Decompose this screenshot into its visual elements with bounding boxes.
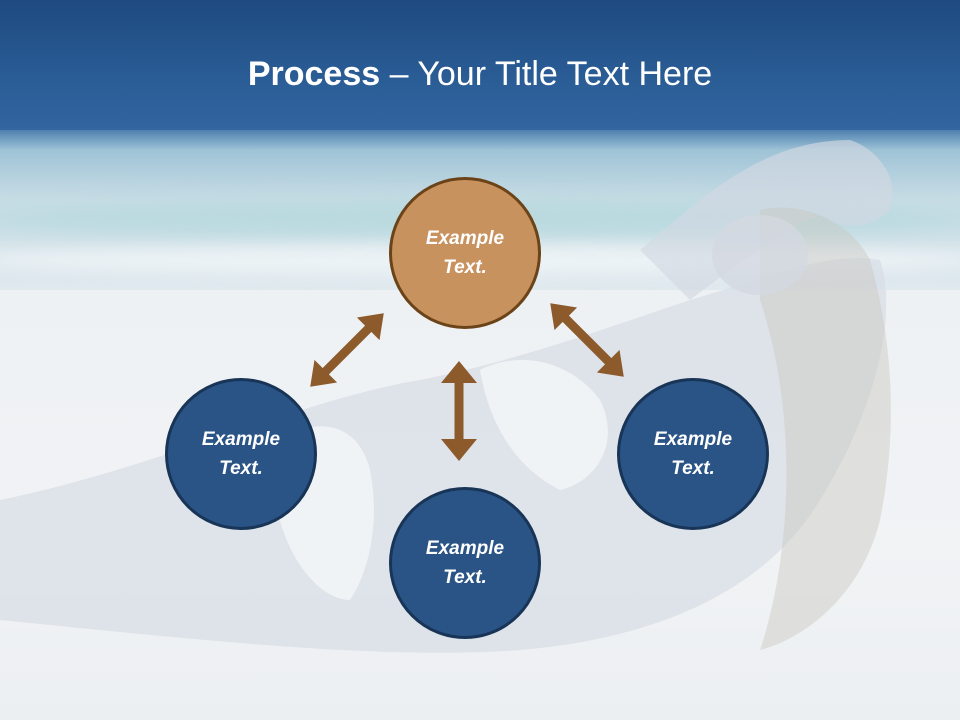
title-bold: Process — [247, 55, 381, 93]
node-left-label: Example Text. — [201, 429, 281, 479]
node-bottom-label: Example Text. — [425, 538, 505, 588]
title-band — [0, 0, 960, 130]
node-top-label: Example Text. — [425, 228, 505, 278]
process-node-bottom: Example Text. — [389, 487, 541, 639]
node-right-label: Example Text. — [653, 429, 733, 479]
double-arrow-vertical — [441, 361, 477, 461]
title-rest: – Your Title Text Here — [380, 55, 713, 93]
process-node-top: Example Text. — [389, 177, 541, 329]
process-node-left: Example Text. — [165, 378, 317, 530]
process-node-right: Example Text. — [617, 378, 769, 530]
double-arrow-upper-right — [550, 303, 624, 377]
double-arrow-upper-left — [310, 313, 384, 387]
slide-title: Process – Your Title Text Here — [0, 52, 960, 96]
